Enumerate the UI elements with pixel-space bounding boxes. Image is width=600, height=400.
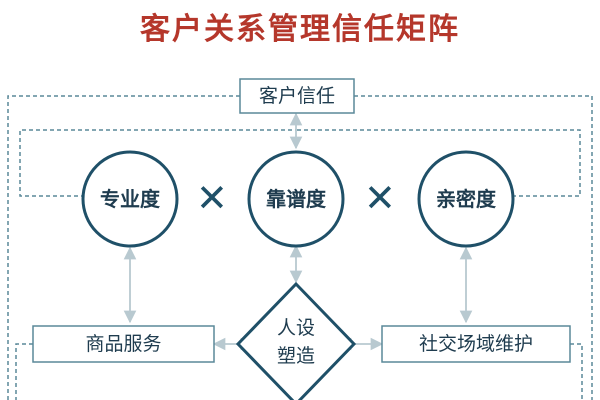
outer-dashed-frame [7, 95, 593, 400]
node-center-label-line2: 塑造 [276, 345, 315, 367]
lower-dashed-left [15, 343, 33, 400]
node-center-label-line1: 人设 [276, 317, 315, 339]
node-circle-professional [81, 150, 179, 248]
node-circle-reliability [247, 150, 345, 248]
node-box-top [239, 78, 355, 114]
node-circle-intimacy [417, 150, 515, 248]
multiply-icon: ✕ [196, 176, 228, 220]
node-reliability-label: 靠谱度 [266, 187, 326, 211]
node-professional-label: 专业度 [100, 187, 160, 211]
inner-dashed-loop-left [19, 129, 296, 197]
multiply-icon: ✕ [364, 176, 396, 220]
node-top-label: 客户信任 [258, 85, 335, 107]
diagram-title: 客户关系管理信任矩阵 [140, 12, 460, 47]
node-right-label: 社交场域维护 [418, 333, 533, 355]
node-left-label: 商品服务 [85, 333, 162, 355]
inner-dashed-loop-right [296, 129, 581, 197]
node-box-left [32, 325, 215, 363]
node-diamond-center [235, 281, 357, 400]
node-intimacy-label: 亲密度 [436, 187, 496, 211]
lower-dashed-right [570, 343, 583, 400]
node-box-right [381, 325, 571, 363]
